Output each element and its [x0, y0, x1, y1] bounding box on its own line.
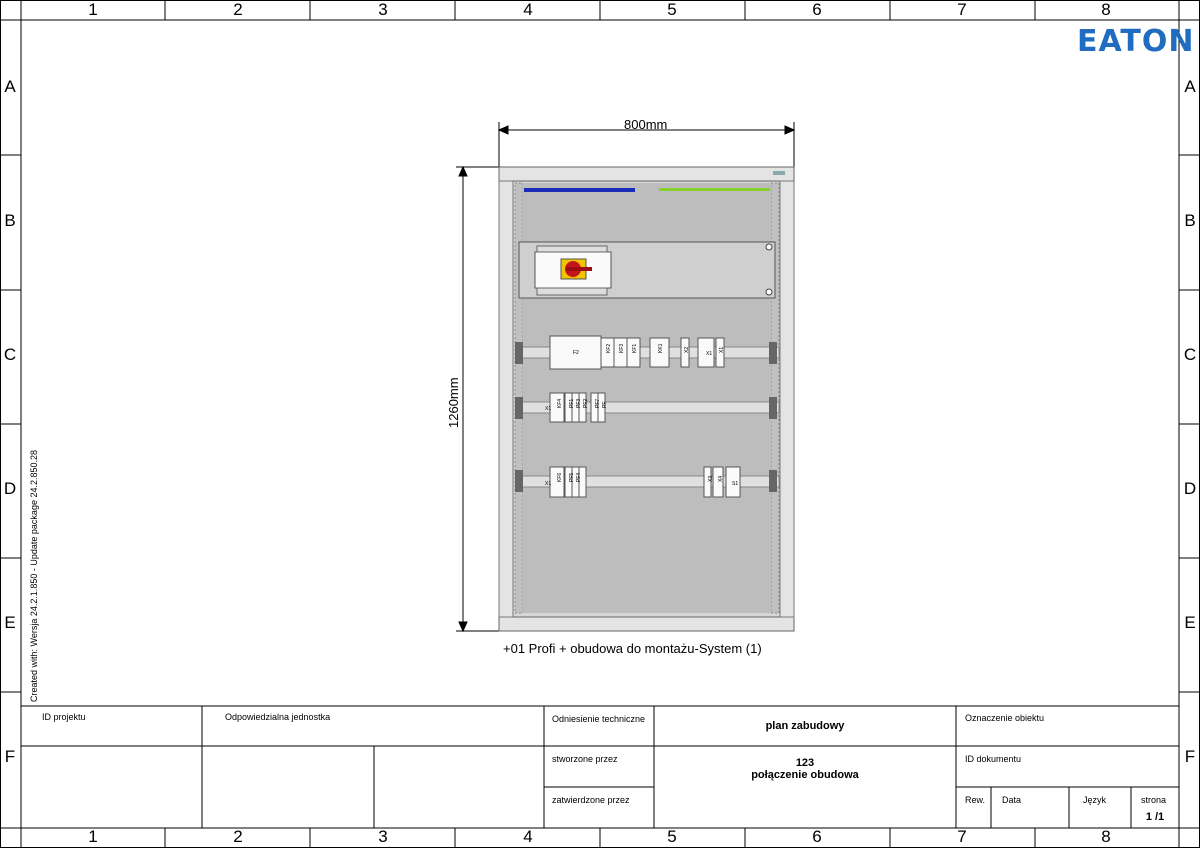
tb-zatwierdzone: zatwierdzone przez [552, 795, 630, 805]
row-label-d: D [3, 479, 17, 498]
tb-strona: strona [1141, 795, 1167, 805]
din-rails [515, 342, 780, 492]
row-label-b-right: B [1184, 211, 1196, 230]
tb-rew: Rew. [965, 795, 986, 805]
tb-oznaczenie: Oznaczenie obiektu [965, 713, 1045, 723]
label-x1b: X1 [719, 347, 725, 353]
row-label-a-right: A [1184, 77, 1196, 96]
svg-text:X3: X3 [708, 476, 714, 482]
rail-3-devices [549, 466, 741, 498]
tb-subtitle: połączenie obudowa [751, 769, 859, 781]
col-label-8: 8 [1101, 0, 1111, 19]
version-note: Created with: Wersja 24.2.1.850 - Update… [29, 450, 39, 702]
label-kf4: KF4 [557, 399, 563, 408]
tb-subtitle-num: 123 [795, 757, 815, 769]
svg-text:PF7: PF7 [595, 399, 601, 408]
col-label-8-bottom: 8 [1101, 827, 1111, 846]
label-kf2: KF2 [606, 344, 612, 353]
label-kk1: KK1 [658, 343, 664, 353]
tb-jezyk: Język [1083, 795, 1107, 805]
row-label-e: E [4, 613, 16, 632]
tb-odniesienie: Odniesienie techniczne [552, 714, 646, 724]
tb-id-dokumentu: ID dokumentu [965, 754, 1022, 764]
svg-text:PF: PF [602, 402, 608, 408]
width-dimension: 800mm [624, 117, 668, 132]
svg-text:X4: X4 [718, 476, 724, 482]
col-label-2-bottom: 2 [233, 827, 243, 846]
label-x1-r2: X1 [545, 406, 551, 412]
row-label-f-right: F [1184, 747, 1196, 766]
tb-stworzone: stworzone przez [552, 754, 618, 764]
label-x1-r3: X1 [545, 481, 551, 487]
col-label-3: 3 [378, 0, 388, 19]
svg-text:PF4: PF4 [576, 473, 582, 482]
row-label-c-right: C [1183, 345, 1197, 364]
label-kf3: KF3 [619, 344, 625, 353]
row-label-c: C [3, 345, 17, 364]
col-label-2: 2 [233, 0, 243, 19]
tb-id-projektu: ID projektu [42, 712, 86, 722]
row-label-f: F [4, 747, 16, 766]
col-label-6-bottom: 6 [812, 827, 822, 846]
rail-2-devices [549, 392, 606, 423]
col-label-4-bottom: 4 [523, 827, 533, 846]
row-label-d-right: D [1183, 479, 1197, 498]
svg-text:PF5: PF5 [569, 473, 575, 482]
label-x2: X2 [684, 347, 690, 353]
rail-1-devices [549, 335, 725, 370]
label-kf1: KF1 [632, 344, 638, 353]
col-label-1: 1 [88, 0, 98, 19]
eaton-logo: EATON [1077, 24, 1195, 59]
height-dimension: 1260mm [446, 377, 461, 428]
row-label-a: A [4, 77, 16, 96]
col-label-7-bottom: 7 [957, 827, 967, 846]
col-label-4: 4 [523, 0, 533, 19]
col-label-5: 5 [667, 0, 677, 19]
tb-data: Data [1002, 795, 1022, 805]
col-label-3-bottom: 3 [378, 827, 388, 846]
svg-text:PF2: PF2 [583, 399, 589, 408]
row-label-e-right: E [1184, 613, 1196, 632]
svg-text:S1: S1 [732, 481, 738, 487]
col-label-7: 7 [957, 0, 967, 19]
tb-page: 1 /1 [1145, 811, 1165, 823]
label-x1: X1 [706, 351, 712, 357]
cabinet [498, 166, 795, 632]
enclosure-caption: +01 Profi + obudowa do montażu-System (1… [503, 641, 762, 656]
tb-title: plan zabudowy [765, 720, 845, 732]
label-f2: F2 [573, 350, 579, 356]
row-label-b: B [4, 211, 16, 230]
svg-text:KF6: KF6 [557, 473, 563, 482]
col-label-5-bottom: 5 [667, 827, 677, 846]
svg-text:PF3: PF3 [576, 399, 582, 408]
svg-text:PF1: PF1 [569, 399, 575, 408]
tb-odpowiedzialna: Odpowiedzialna jednostka [225, 712, 331, 722]
col-label-6: 6 [812, 0, 822, 19]
col-label-1-bottom: 1 [88, 827, 98, 846]
